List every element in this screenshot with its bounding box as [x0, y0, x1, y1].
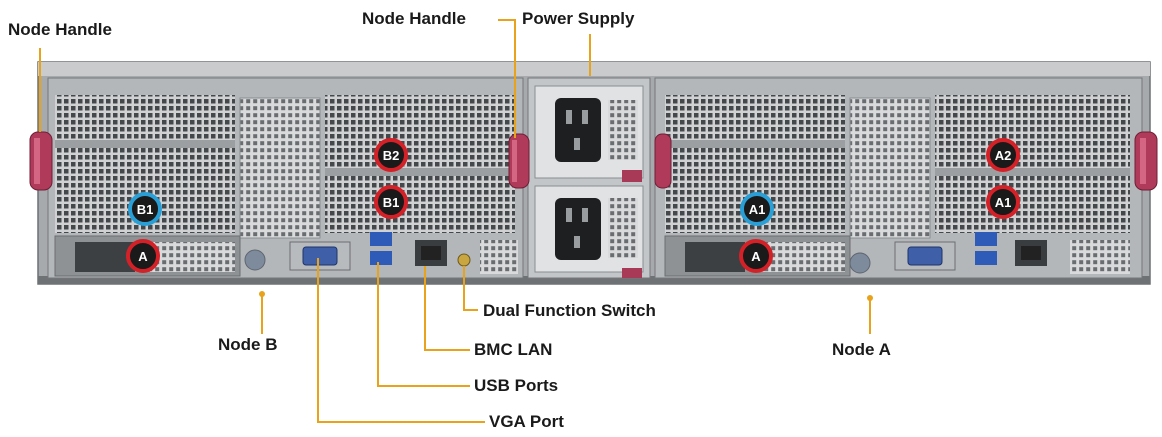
svg-text:B1: B1	[383, 195, 400, 210]
label-dual-function-switch: Dual Function Switch	[483, 301, 656, 320]
node-a-module	[654, 77, 1143, 279]
svg-text:A2: A2	[995, 148, 1012, 163]
label-usb-ports: USB Ports	[474, 376, 559, 395]
leader-bmc-lan	[424, 266, 470, 351]
badge-a-node-a: A	[739, 239, 773, 273]
leader-node-handle-center	[498, 19, 516, 138]
node-handle-center-shape[interactable]	[508, 133, 530, 189]
leader-lines	[39, 19, 871, 423]
label-node-b: Node B	[218, 335, 278, 354]
leader-dual-function-switch	[463, 266, 478, 311]
node-a-dot	[867, 295, 873, 301]
badge-b1-right: B1	[374, 185, 408, 219]
svg-text:B2: B2	[383, 148, 400, 163]
node-b-dot	[259, 291, 265, 297]
badge-a2: A2	[986, 138, 1020, 172]
label-node-handle-left: Node Handle	[8, 20, 112, 39]
label-node-a: Node A	[832, 340, 891, 359]
leader-vga-port	[317, 258, 485, 423]
svg-text:B1: B1	[137, 202, 154, 217]
badge-a-node-b: A	[126, 239, 160, 273]
badge-b2: B2	[374, 138, 408, 172]
badge-b1-left: B1	[128, 192, 162, 226]
label-power-supply: Power Supply	[522, 9, 635, 28]
node-handle-right-shape[interactable]	[1134, 131, 1158, 191]
node-b-module	[47, 77, 524, 279]
node-handle-left-shape[interactable]	[29, 131, 53, 191]
svg-text:A1: A1	[995, 195, 1012, 210]
badge-a1-left: A1	[740, 192, 774, 226]
power-supply-module	[527, 77, 651, 279]
label-vga-port: VGA Port	[489, 412, 564, 431]
label-node-handle-center: Node Handle	[362, 9, 466, 28]
node-handle-center-2-shape[interactable]	[654, 133, 672, 189]
label-bmc-lan: BMC LAN	[474, 340, 553, 359]
svg-text:A: A	[751, 249, 761, 264]
svg-text:A: A	[138, 249, 148, 264]
leader-usb-ports	[377, 262, 470, 387]
svg-text:A1: A1	[749, 202, 766, 217]
badge-a1-right: A1	[986, 185, 1020, 219]
